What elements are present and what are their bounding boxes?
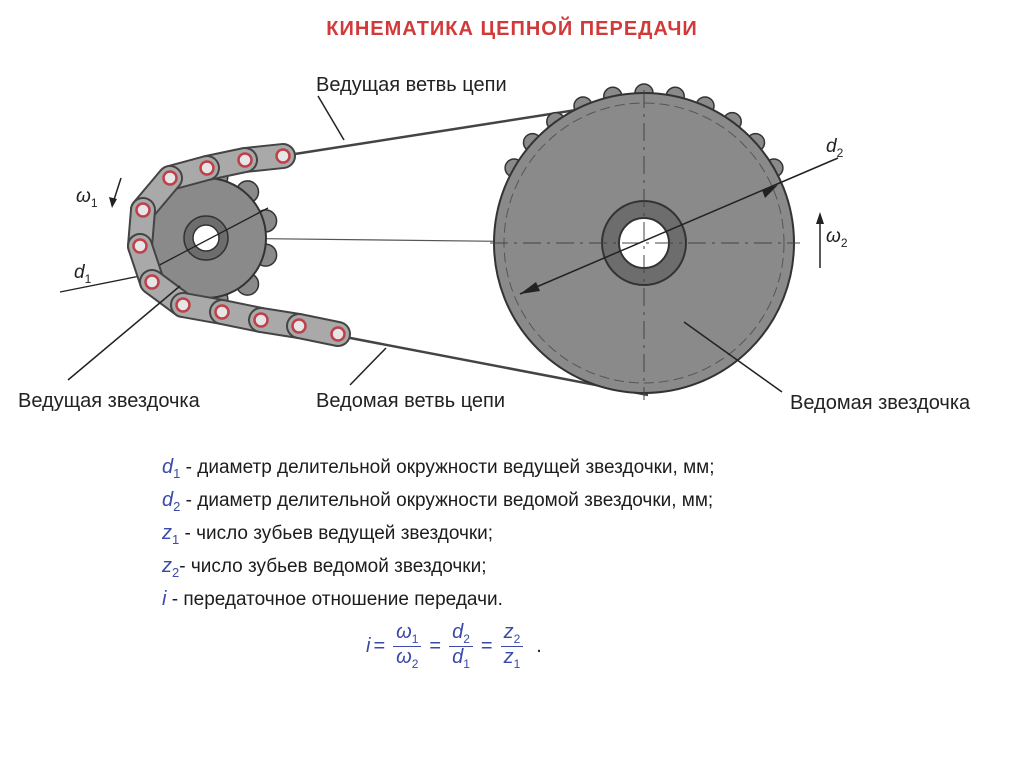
legend-var-sub: 1 [173, 466, 181, 481]
chain-roller [135, 202, 151, 218]
f3-den-letter: z [503, 645, 514, 668]
f2-num-letter: d [452, 620, 464, 643]
chain-roller [275, 148, 291, 164]
d2-arrow-lower [520, 282, 540, 294]
label-driven-sprocket: Ведомая звездочка [790, 392, 971, 414]
f1-num-letter: ω [396, 620, 412, 643]
fraction-diameter-num: d2 [449, 620, 473, 647]
legend-row: d1 - диаметр делительной окружности веду… [162, 456, 715, 489]
label-leading-sprocket: Ведущая звездочка [18, 390, 200, 412]
legend-var: z2 [162, 555, 180, 580]
d1-sub: 1 [84, 271, 92, 286]
formula-eq-2: = [429, 634, 442, 657]
d1-label: d1 [74, 262, 91, 286]
fraction-teeth-den: z1 [501, 645, 524, 671]
d2-symbol: d [826, 136, 837, 157]
fraction-omega-num: ω1 [393, 620, 422, 647]
fraction-omega: ω1 ω2 [393, 620, 422, 671]
fraction-omega-den: ω2 [393, 645, 421, 671]
omega1-label: ω1 [76, 186, 98, 210]
legend-row: i - передаточное отношение передачи. [162, 588, 715, 621]
f1-den-letter: ω [396, 645, 412, 668]
legend-text: - число зубьев ведомой звездочки; [179, 556, 487, 577]
legend-var-sub: 2 [172, 565, 180, 580]
f1-num-sub: 1 [411, 631, 419, 646]
legend-var: z1 [162, 522, 180, 547]
fraction-teeth-num: z2 [500, 620, 524, 647]
chain-roller [237, 152, 253, 168]
leader-driven-branch [349, 347, 387, 386]
omega1-arrowhead [109, 197, 117, 208]
f3-den-sub: 1 [513, 656, 521, 671]
omega2-arrowhead [816, 212, 824, 224]
chain-roller [330, 326, 346, 342]
fraction-diameter: d2 d1 [449, 620, 473, 671]
d1-symbol: d [74, 262, 85, 283]
legend-var-sub: 1 [172, 532, 180, 547]
chain-roller [253, 312, 269, 328]
chain-roller [162, 170, 178, 186]
label-leading-branch: Ведущая ветвь цепи [316, 74, 507, 96]
d2-label: d2 [826, 136, 843, 160]
legend-var-letter: z [162, 522, 172, 544]
chain-roller [291, 318, 307, 334]
legend-var-letter: d [162, 489, 174, 511]
driving-sprocket-bore [192, 224, 220, 252]
legend-row: z2- число зубьев ведомой звездочки; [162, 555, 715, 588]
f1-den-sub: 2 [411, 656, 419, 671]
legend-var: d2 [162, 489, 181, 514]
legend-var-letter: d [162, 456, 174, 478]
legend-var: i [162, 588, 166, 610]
f2-den-sub: 1 [463, 656, 470, 671]
d2-sub: 2 [836, 145, 844, 160]
f3-num-letter: z [503, 620, 514, 643]
legend-text: - диаметр делительной окружности ведущей… [180, 457, 715, 478]
legend-var: d1 [162, 456, 181, 481]
chain-roller [144, 274, 160, 290]
omega2-sub: 2 [840, 235, 848, 250]
legend-text: - передаточное отношение передачи. [166, 589, 503, 610]
legend-text: - число зубьев ведущей звездочки; [179, 523, 494, 544]
fraction-diameter-den: d1 [449, 645, 473, 671]
legend-var-letter: i [162, 588, 167, 610]
chain-roller [132, 238, 148, 254]
formula-eq-1: = [373, 634, 386, 657]
leader-leading-branch [317, 95, 345, 141]
d2-arrow-upper [762, 185, 778, 198]
legend-var-sub: 2 [173, 499, 181, 514]
leader-leading-sprocket [67, 285, 181, 381]
omega2-label: ω2 [826, 226, 848, 250]
legend-row: d2 - диаметр делительной окружности ведо… [162, 489, 715, 522]
omega1-symbol: ω [76, 186, 91, 207]
d1-leader [59, 275, 141, 293]
formula-end: . [536, 634, 542, 657]
chain-links [127, 143, 351, 347]
gear-ratio-formula: i = ω1 ω2 = d2 d1 = z2 z1 . [366, 620, 542, 672]
d2-dimension-line [519, 157, 839, 295]
omega1-sub: 1 [90, 195, 98, 210]
chain-roller [175, 297, 191, 313]
f2-num-sub: 2 [463, 631, 470, 646]
f3-num-sub: 2 [513, 631, 521, 646]
legend-row: z1 - число зубьев ведущей звездочки; [162, 522, 715, 555]
formula-eq-3: = [480, 634, 493, 657]
f2-den-letter: d [452, 645, 464, 668]
leader-driven-sprocket [683, 321, 783, 393]
fraction-teeth: z2 z1 [500, 620, 524, 671]
page-title: КИНЕМАТИКА ЦЕПНОЙ ПЕРЕДАЧИ [326, 18, 698, 40]
legend-var-letter: z [162, 555, 172, 577]
formula-lhs: i [366, 634, 371, 657]
omega2-symbol: ω [826, 226, 841, 247]
d1-dimension-line [149, 207, 269, 271]
label-driven-branch: Ведомая ветвь цепи [316, 390, 506, 412]
legend: d1 - диаметр делительной окружности веду… [162, 456, 715, 621]
chain-roller [214, 304, 230, 320]
chain-roller [199, 160, 215, 176]
legend-text: - диаметр делительной окружности ведомой… [180, 490, 714, 511]
